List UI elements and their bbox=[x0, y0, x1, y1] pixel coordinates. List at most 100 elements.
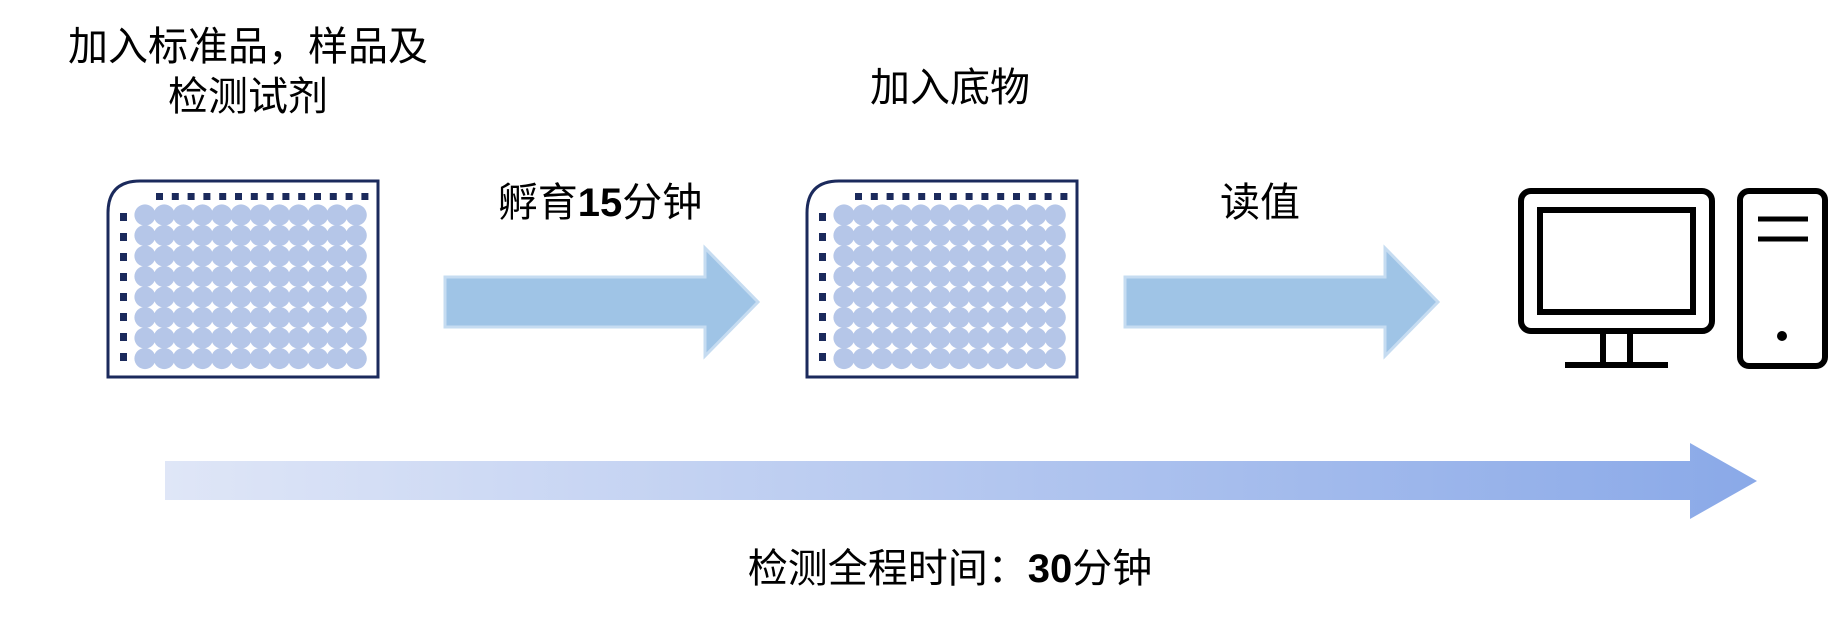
plate-well bbox=[833, 245, 855, 267]
plate-well bbox=[288, 204, 310, 226]
plate-dash bbox=[120, 253, 127, 261]
plate-well bbox=[967, 224, 989, 247]
plate-well bbox=[211, 245, 233, 267]
plate-dash bbox=[997, 193, 1005, 200]
plate-well bbox=[910, 245, 932, 267]
plate-well bbox=[230, 347, 252, 370]
plate-well bbox=[153, 265, 175, 288]
plate-well bbox=[326, 347, 348, 370]
total-time-unit: 分钟 bbox=[1072, 546, 1153, 592]
plate-well bbox=[230, 224, 252, 247]
plate-well bbox=[211, 224, 233, 247]
plate-well bbox=[134, 347, 156, 370]
plate-well bbox=[967, 286, 989, 308]
plate-well bbox=[910, 327, 932, 349]
plate-well bbox=[891, 204, 913, 226]
plate-well bbox=[1006, 224, 1028, 247]
plate-well bbox=[891, 306, 913, 329]
plate-well bbox=[230, 245, 252, 267]
plate-well bbox=[230, 265, 252, 288]
plate-well bbox=[948, 245, 970, 267]
plate-well bbox=[1025, 306, 1047, 329]
plate-well bbox=[192, 306, 214, 329]
plate-well bbox=[967, 347, 989, 370]
plate-well bbox=[967, 245, 989, 267]
plate-well bbox=[153, 306, 175, 329]
plate-well bbox=[326, 245, 348, 267]
plate-well bbox=[211, 286, 233, 308]
plate-dash bbox=[120, 313, 127, 321]
plate-dash bbox=[819, 253, 826, 261]
well-plate-icon bbox=[106, 179, 380, 379]
plate-well bbox=[345, 245, 367, 267]
plate-well bbox=[307, 306, 329, 329]
plate-well bbox=[871, 286, 893, 308]
plate-dash bbox=[1013, 193, 1020, 200]
total-time-label: 检测全程时间：30分钟 bbox=[700, 544, 1200, 594]
plate-well bbox=[345, 347, 367, 370]
plate-dash bbox=[934, 193, 941, 200]
plate-well bbox=[172, 327, 194, 349]
plate-well bbox=[249, 286, 271, 308]
plate-well bbox=[1006, 265, 1028, 288]
plate-well bbox=[891, 327, 913, 349]
plate-well bbox=[987, 204, 1009, 226]
incubation-label: 孵育15分钟 bbox=[450, 178, 750, 228]
incubation-prefix: 孵育 bbox=[497, 180, 578, 226]
plate-dash bbox=[819, 353, 826, 361]
plate-well bbox=[307, 245, 329, 267]
plate-well bbox=[288, 286, 310, 308]
plate-well bbox=[987, 245, 1009, 267]
plate-well bbox=[948, 224, 970, 247]
step-arrow bbox=[1123, 244, 1441, 360]
plate-dash bbox=[918, 193, 926, 200]
plate-well bbox=[987, 347, 1009, 370]
total-time-minutes: 30 bbox=[1027, 547, 1073, 591]
plate-well bbox=[153, 204, 175, 226]
plate-well bbox=[1044, 327, 1066, 349]
plate-well bbox=[871, 224, 893, 247]
read-value-label: 读值 bbox=[1220, 180, 1300, 226]
plate-well bbox=[891, 245, 913, 267]
plate-well bbox=[1044, 204, 1066, 226]
plate-dash bbox=[949, 193, 957, 200]
plate-well bbox=[268, 204, 290, 226]
plate-well bbox=[268, 306, 290, 329]
plate-well bbox=[268, 347, 290, 370]
plate-well bbox=[288, 265, 310, 288]
plate-well bbox=[288, 347, 310, 370]
plate-well bbox=[307, 204, 329, 226]
plate-dash bbox=[120, 233, 127, 241]
plate-well bbox=[134, 265, 156, 288]
incubation-minutes: 15 bbox=[577, 181, 623, 225]
plate-well bbox=[852, 327, 874, 349]
plate-well bbox=[288, 224, 310, 247]
plate-well bbox=[172, 204, 194, 226]
plate-well bbox=[871, 204, 893, 226]
plate-well bbox=[153, 347, 175, 370]
plate-well bbox=[134, 286, 156, 308]
plate-dash bbox=[171, 193, 179, 200]
plate-well bbox=[268, 286, 290, 308]
plate-well bbox=[345, 204, 367, 226]
plate-well bbox=[910, 265, 932, 288]
plate-well bbox=[948, 204, 970, 226]
plate-well bbox=[1006, 245, 1028, 267]
plate-well bbox=[268, 265, 290, 288]
plate-well bbox=[852, 306, 874, 329]
plate-well bbox=[1044, 306, 1066, 329]
plate-well bbox=[910, 224, 932, 247]
plate-well bbox=[153, 245, 175, 267]
plate-well bbox=[211, 265, 233, 288]
plate-well bbox=[192, 245, 214, 267]
plate-dash bbox=[886, 193, 894, 200]
plate-dash bbox=[120, 333, 127, 341]
plate-dash bbox=[870, 193, 878, 200]
plate-well bbox=[345, 224, 367, 247]
plate-well bbox=[1025, 204, 1047, 226]
plate-well bbox=[345, 265, 367, 288]
plate-well bbox=[987, 265, 1009, 288]
total-time-prefix: 检测全程时间： bbox=[747, 546, 1028, 592]
step2-label: 加入底物 bbox=[870, 65, 1030, 111]
